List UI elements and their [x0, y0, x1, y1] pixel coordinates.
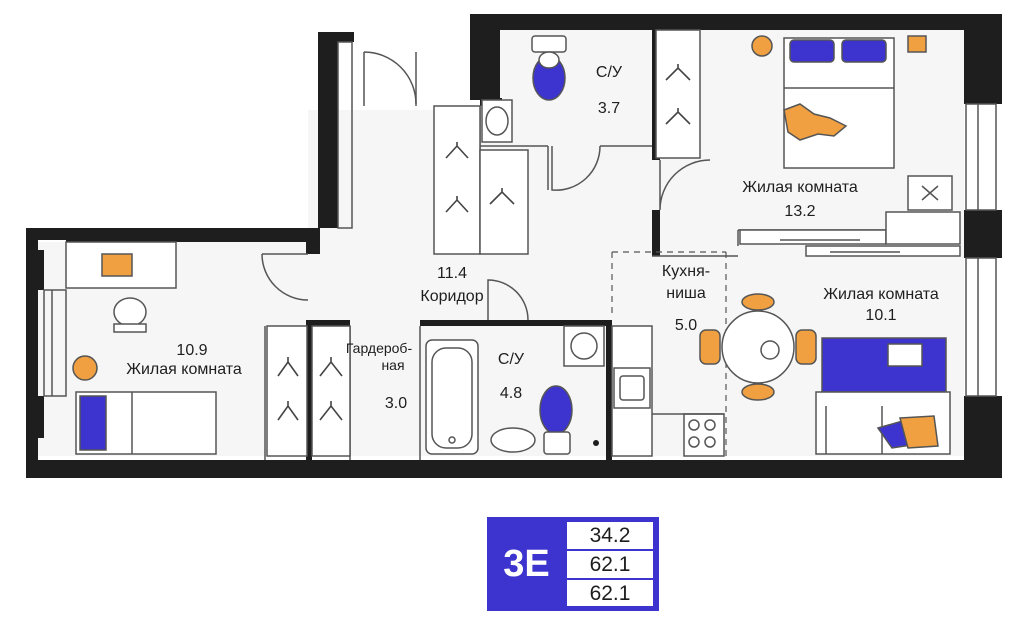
- kitchen-name-line2: ниша: [666, 285, 706, 302]
- small-wc-fixtures: [479, 35, 567, 143]
- kitchen-fixtures: [611, 325, 725, 457]
- sofa-and-rug: [815, 337, 951, 455]
- kitchen-area: 5.0: [674, 317, 698, 334]
- wc-small-name: С/У: [595, 64, 623, 81]
- living-area-value: 34.2: [567, 522, 653, 551]
- apartment-type: 3Е: [503, 543, 550, 585]
- bathroom-name: С/У: [497, 351, 525, 368]
- bedroom-left-area: 10.9: [176, 342, 208, 359]
- hanger-icons: [277, 64, 691, 421]
- corridor-wardrobe: [266, 29, 701, 457]
- living-name: Жилая комната: [823, 286, 939, 303]
- bedroom-left-furniture: [65, 241, 217, 455]
- bedroom-left-name: Жилая комната: [126, 361, 242, 378]
- bathroom-area: 4.8: [499, 385, 523, 402]
- bedroom-large-furniture: [751, 35, 953, 211]
- wc-small-area: 3.7: [597, 100, 621, 117]
- apartment-summary-badge: 3Е 34.2 62.1 62.1: [487, 517, 659, 611]
- wardrobe-name-line2: ная: [381, 357, 405, 373]
- kitchen-name-line1: Кухня-: [661, 263, 711, 280]
- dining-set: [699, 293, 817, 401]
- wardrobe-area: 3.0: [384, 395, 408, 412]
- bedroom-large-area: 13.2: [784, 203, 816, 220]
- bathroom-fixtures: [425, 325, 605, 455]
- windows: [43, 41, 997, 397]
- corridor-name: Коридор: [420, 288, 484, 305]
- wardrobe-name-line1: Гардероб-: [345, 340, 413, 356]
- total-area-value: 62.1: [567, 551, 653, 580]
- doors: [261, 51, 711, 321]
- area-list: 34.2 62.1 62.1: [567, 522, 653, 606]
- living-area: 10.1: [865, 307, 897, 324]
- bedroom-large-name: Жилая комната: [742, 179, 858, 196]
- total-area-with-balcony-value: 62.1: [589, 582, 631, 605]
- corridor-area: 11.4: [437, 265, 467, 282]
- tv-units: [739, 211, 961, 257]
